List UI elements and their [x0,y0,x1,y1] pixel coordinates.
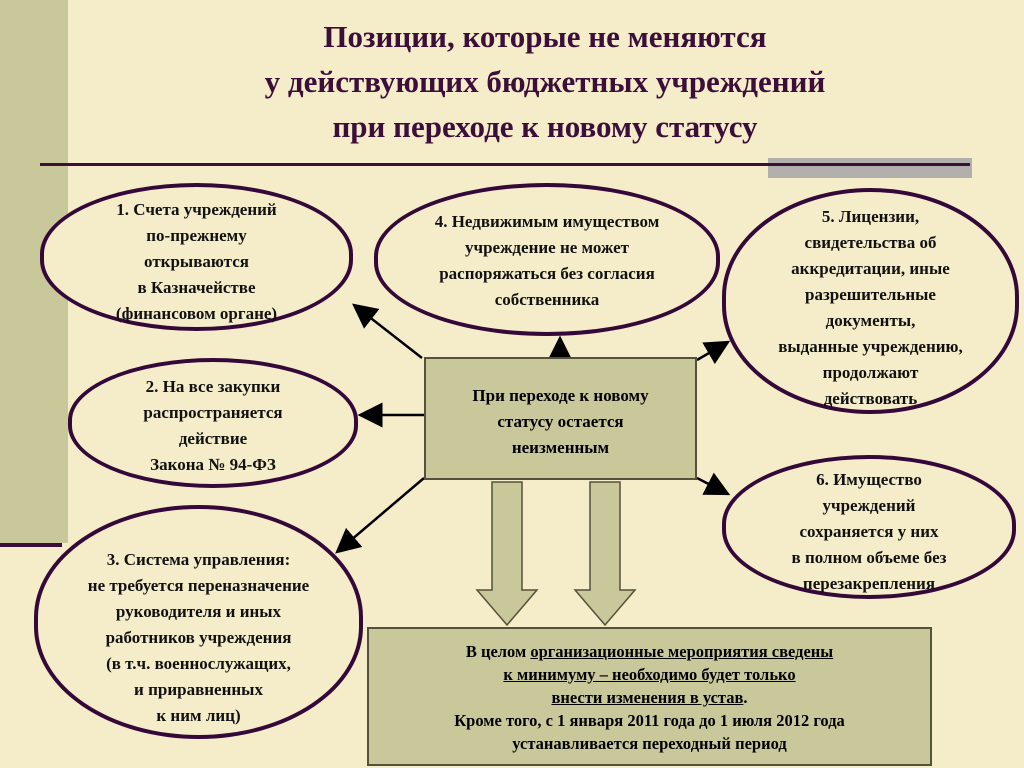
box-property: 6. Имущество учреждений сохраняется у них в… [722,455,1016,599]
text-line: учреждений [822,496,916,515]
text-line: и приравненных [134,680,263,699]
text-line: разрешительные [805,285,936,304]
text-line: 4. Недвижимым имуществом [434,212,660,231]
text-line: неизменным [511,438,610,457]
arrow-to-box-5 [696,340,731,365]
text-line: открываются [144,252,249,271]
text-line: (финансовом органе) [115,304,278,323]
text-line: . [743,688,748,707]
text-line: собственника [494,290,600,309]
text-line: внести изменения в устав [551,688,744,707]
text-line: к ним лиц) [156,706,241,725]
text-line: 5. Лицензии, [821,207,920,226]
text-line: 1. Счета учреждений [116,200,277,219]
text-line: (в т.ч. военнослужащих, [106,654,291,673]
text-line: продолжают [822,363,919,382]
text-line: по-прежнему [146,226,247,245]
text-line: 2. На все закупки [145,377,281,396]
text-line: учреждение не может [465,238,629,257]
box-accounts: 1. Счета учреждений по-прежнему открываютс… [40,183,353,331]
arrow-to-box-1 [352,303,423,359]
text-line: действие [178,429,248,448]
text-line: распоряжаться без согласия [439,264,655,283]
box-real-estate: 4. Недвижимым имуществом учреждение не мо… [374,183,720,336]
text-line: аккредитации, иные [791,259,950,278]
title-line: при переходе к новому статусу [332,109,758,144]
text-line: перезакрепления [802,574,936,593]
block-arrow-down-left [475,481,539,627]
text-line: сохраняется у них [799,522,939,541]
text-line: документы, [825,311,916,330]
text-line: распространяется [143,403,283,422]
title-divider [40,163,970,166]
block-arrow-down-right [573,481,637,627]
text-line: свидетельства об [804,233,937,252]
text-line: В целом [465,642,531,661]
text-line: работников учреждения [105,628,292,647]
text-line: действовать [823,389,918,408]
title-line: Позиции, которые не меняются [323,19,767,54]
text-line: Закона № 94-ФЗ [150,455,276,474]
slide-title: Позиции, которые не меняются у действующ… [100,14,990,149]
text-line: руководителя и иных [115,602,282,621]
text-line: в Казначействе [137,278,256,297]
text-line: выданные учреждению, [778,337,963,356]
text-line: 3. Система управления: [106,550,291,569]
text-line: в полном объеме без [791,548,947,567]
title-line: у действующих бюджетных учреждений [264,64,826,99]
text-line: не требуется переназначение [87,576,310,595]
center-box: При переходе к новому статусу остается неи… [424,357,697,480]
decorative-line [0,543,62,547]
box-procurement: 2. На все закупки распространяется действи… [68,358,358,488]
box-licenses: 5. Лицензии, свидетельства об аккредитации… [722,188,1019,414]
text-line: к минимуму – необходимо будет только [503,665,796,684]
summary-box: В целом организационные мероприятия свед… [367,627,932,766]
text-line: организационные мероприятия сведены [530,642,834,661]
text-line: устанавливается переходный период [512,734,787,753]
arrow-to-box-3 [335,477,425,554]
box-management: 3. Система управления: не требуется перен… [34,505,363,739]
text-line: статусу остается [497,412,624,431]
text-line: 6. Имущество [816,470,922,489]
arrow-to-box-6 [696,472,731,496]
text-line: При переходе к новому [472,386,649,405]
text-line: Кроме того, с 1 января 2011 года до 1 ию… [454,711,845,730]
